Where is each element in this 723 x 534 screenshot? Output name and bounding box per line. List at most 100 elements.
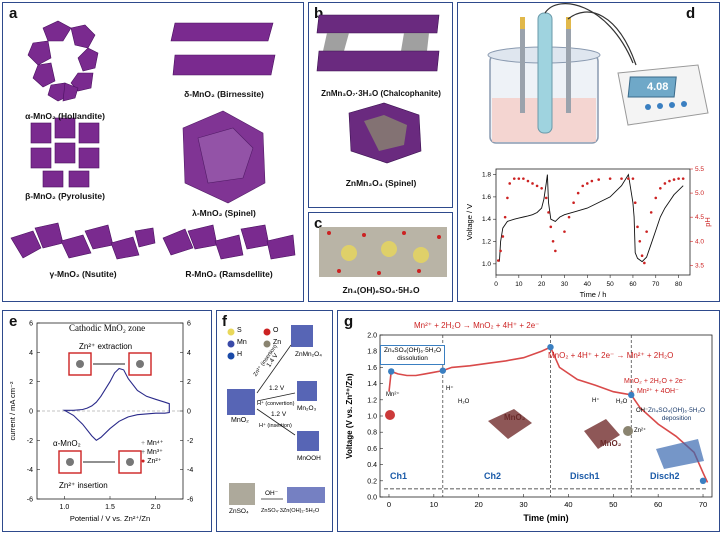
chart-d-ylabel-left: Voltage / V — [465, 204, 474, 240]
chart-d-ph-point — [572, 201, 575, 205]
chart-e-xlabel: Potential / V vs. Zn²⁺/Zn — [70, 514, 150, 523]
panel-b-structures — [316, 14, 440, 164]
chart-g-xlabel: Time (min) — [523, 513, 568, 523]
chart-e-ytick-label: 2 — [29, 379, 33, 386]
chart-g-ytick-label: 1.6 — [367, 365, 377, 372]
chart-d-ph-point — [681, 177, 685, 180]
chart-d-ylabel-right: pH — [703, 217, 712, 227]
chalcophanite-structure — [316, 14, 440, 72]
chart-d-ph-point — [549, 225, 553, 229]
panel-b-label: b — [314, 5, 324, 22]
chart-d-xtick-label: 20 — [538, 281, 546, 288]
ion-h-2: H⁺ — [592, 398, 600, 404]
chart-e-ytick-label: 0 — [29, 409, 33, 416]
chart-d-ph-point — [499, 249, 502, 253]
panel-g-label: g — [344, 313, 354, 330]
chart-g-ytick-label: 1.0 — [367, 414, 377, 421]
chart-d-ph-point — [631, 177, 635, 180]
ion-mn2: Mn²⁺ — [386, 392, 400, 398]
crystal-cell-ion-icon — [136, 360, 144, 368]
chart-e-xtick-label: 2.0 — [151, 504, 161, 511]
mno2-crystal-icon — [584, 419, 620, 449]
chart-d-ph-point — [535, 184, 539, 188]
chart-d-voltage-line — [498, 173, 684, 263]
chart-e-ytick-label: -6 — [27, 497, 33, 504]
chart-d-xtick-label: 70 — [652, 281, 660, 288]
ion-legend: + Mn⁴⁺ + Mn³⁺ ● Zn²⁺ — [141, 439, 163, 466]
stage-disch1: Disch1 — [570, 471, 600, 481]
spinel-structure — [182, 110, 266, 204]
panel-d-setup — [487, 3, 709, 144]
chart-g-ytick-label: 0.4 — [367, 462, 377, 469]
deposit-crystal-icon — [656, 439, 704, 469]
chart-g-ytick-label: 0.0 — [367, 495, 377, 502]
chart-d-ph-point — [638, 239, 642, 243]
chart-d-ytick-right-label: 5.5 — [695, 166, 704, 173]
chart-g-xtick-label: 60 — [654, 500, 662, 509]
chart-e-ytick-right-label: -6 — [187, 497, 193, 504]
chart-d-frame — [495, 168, 691, 276]
chart-g-ytick-label: 0.6 — [367, 446, 377, 453]
caption-spinel-a: λ-MnO₂ (Spinel) — [192, 208, 256, 218]
chart-d-ph-point — [544, 196, 548, 200]
legend-zn2: ● Zn²⁺ — [141, 458, 162, 465]
caption-ramsdellite: R-MnO₂ (Ramsdellite) — [185, 269, 273, 279]
chart-d-ph-point — [506, 196, 509, 200]
chart-d-ph-point — [590, 179, 594, 183]
chart-d-ytick-right-label: 4.5 — [695, 214, 704, 221]
chart-d-ph-point — [522, 177, 525, 180]
eq-discharge-1: MnO₂ + 4H⁺ + 2e⁻ → Mn²⁺ + 2H₂O — [548, 351, 674, 360]
crystal-cell-ion-icon — [76, 360, 84, 368]
chart-e-ytick-right-label: 0 — [187, 409, 191, 416]
chart-d-ph-point — [672, 178, 676, 181]
chart-d-xtick-label: 10 — [515, 281, 523, 288]
chart-e-xtick-label: 1.5 — [105, 504, 115, 511]
birnessite-structure — [170, 22, 276, 76]
oh-label: OH⁻ — [265, 490, 279, 497]
chart-e-ytick-right-label: 6 — [187, 321, 191, 328]
insertion-label: Zn²⁺ insertion — [59, 481, 108, 490]
legend-mn4: + Mn⁴⁺ — [141, 440, 164, 447]
chart-d-ph-point — [633, 201, 637, 205]
chart-g-xtick-label: 20 — [475, 500, 483, 509]
chart-d-ph-point — [627, 177, 630, 180]
chart-d-xtick-label: 0 — [494, 281, 498, 288]
chart-g-ytick-label: 2.0 — [367, 333, 377, 340]
mno2-crystal-icon — [488, 409, 532, 439]
caption-zn-hydroxysulfate: Zn₄(OH)₆SO₄·5H₂O — [342, 285, 420, 295]
chart-d-ytick-label: 1.8 — [482, 172, 491, 179]
arrow-2-desc: H⁺ (convertion) — [257, 401, 295, 407]
mno2-label-disch1: MnO₂ — [600, 439, 622, 448]
chart-d-ph-point — [643, 261, 646, 265]
panel-c-structure — [319, 227, 447, 277]
chart-d-ytick-right-label: 4.0 — [695, 238, 704, 245]
chart-d-ytick-label: 1.4 — [482, 216, 491, 223]
ion-zn2: Zn²⁺ — [634, 428, 647, 434]
beaker-illustration — [487, 12, 601, 144]
chart-d-ph-point — [563, 230, 566, 233]
zn-ion-icon — [623, 426, 633, 436]
chart-g-marker — [388, 368, 395, 375]
chart-g-ylabel: Voltage (V vs. Zn²⁺/Zn) — [345, 373, 354, 459]
chart-e-ytick-label: 6 — [29, 321, 33, 328]
caption-nsutite: γ-MnO₂ (Nsutite) — [49, 269, 117, 279]
ion-h2o-2: H₂O — [616, 399, 628, 405]
alpha-mno2-label: α-MnO₂ — [53, 439, 81, 448]
caption-chalcophanite: ZnMn₃O₇·3H₂O (Chalcophanite) — [321, 89, 441, 98]
chart-e-ylabel: current / mA cm⁻² — [8, 381, 17, 440]
chart-d-ph-point — [512, 177, 516, 180]
ion-h-1: H⁺ — [446, 386, 454, 392]
chart-d-ph-point — [526, 179, 530, 183]
chart-e-xtick-label: 1.0 — [60, 504, 70, 511]
chart-d-ytick-right-label: 3.5 — [695, 262, 704, 269]
chart-d-ph-point — [517, 177, 521, 180]
chart-d-ph-point — [677, 177, 680, 180]
legend-mn: Mn — [237, 339, 247, 346]
panel-f-label: f — [222, 313, 227, 330]
chart-g-xtick-label: 10 — [430, 500, 438, 509]
